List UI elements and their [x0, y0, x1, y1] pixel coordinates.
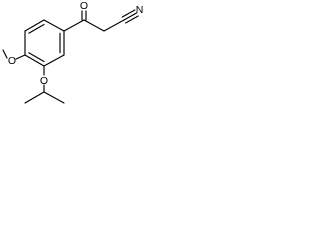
isopropyl-methyl-bond: [24, 91, 45, 104]
ketonitrile-chain: [63, 9, 139, 32]
methoxy-group: [2, 49, 26, 60]
isopropoxy-oxygen-label: O: [40, 75, 48, 87]
carbonyl-oxygen-label: O: [80, 0, 88, 12]
ring-double-bond: [28, 23, 45, 34]
nitrile-triple-bond: [123, 12, 138, 21]
ring-bond: [24, 19, 45, 32]
ring-to-carbonyl-bond: [63, 19, 85, 32]
nitrile-triple-bond: [125, 15, 139, 24]
nitrile-nitrogen-label: N: [136, 4, 144, 16]
ring-bond: [43, 19, 65, 32]
ring-bond: [24, 54, 45, 67]
methoxy-label: O: [8, 55, 16, 67]
ring-bond: [43, 54, 65, 67]
isopropyl-methyl-bond: [43, 91, 65, 104]
chemical-structure-diagram: O N O O: [2, 0, 144, 104]
methoxy-methyl-bond: [2, 49, 8, 59]
benzene-ring: [24, 19, 65, 67]
ring-to-methoxy-bond: [15, 54, 26, 60]
carbonyl-to-ch2-bond: [83, 19, 105, 32]
isopropoxy-group: [24, 65, 65, 104]
ring-double-bond: [28, 52, 45, 63]
nitrile-triple-bond: [121, 9, 136, 18]
ch2-to-nitrile-bond: [103, 19, 125, 32]
